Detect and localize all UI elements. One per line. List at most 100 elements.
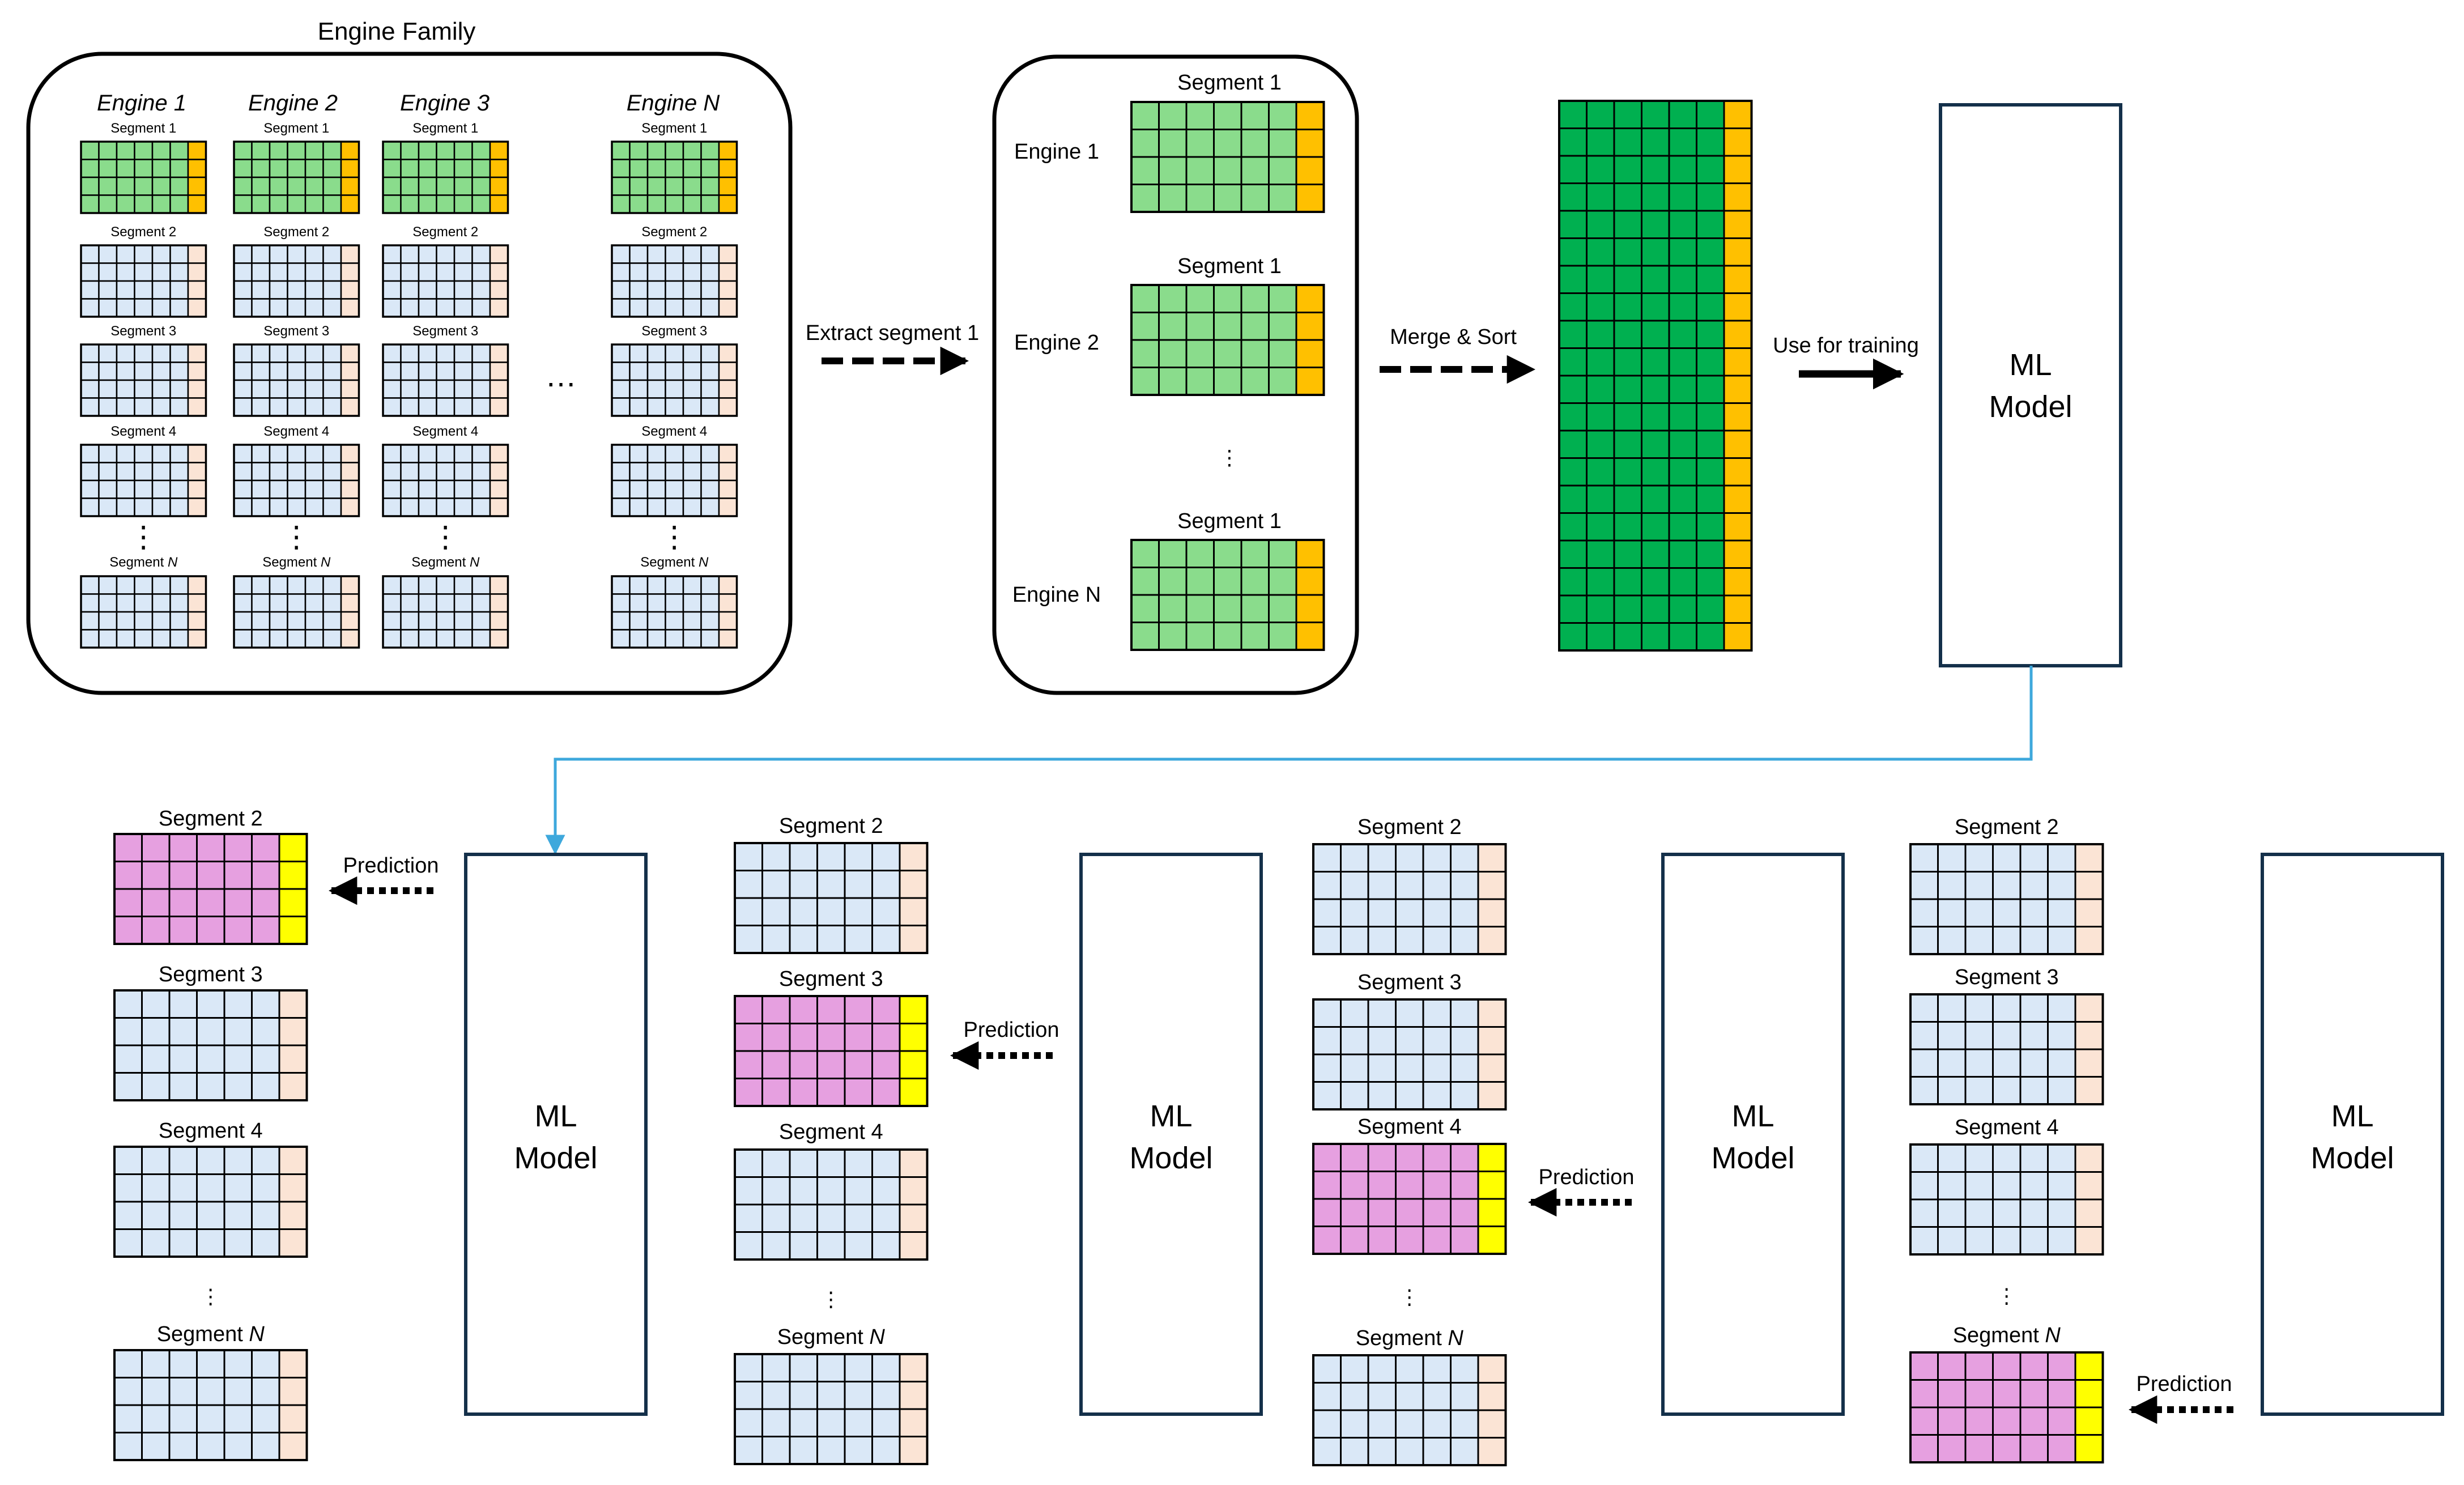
- bottom-grid-3-3: [1312, 1143, 1507, 1255]
- grid-cell: [665, 343, 684, 363]
- grid-cell: [453, 176, 473, 196]
- grid-cell: [1367, 1409, 1397, 1439]
- grid-cell: [682, 379, 702, 399]
- grid-cell: [734, 925, 763, 954]
- grid-cell: [453, 611, 473, 631]
- grid-cell: [1185, 339, 1215, 368]
- grid-cell: [322, 462, 342, 482]
- grid-cell: [718, 379, 738, 399]
- grid-cell: [489, 462, 509, 482]
- grid-cell: [269, 575, 288, 595]
- grid-cell: [2074, 1226, 2104, 1256]
- grid-cell: [700, 593, 720, 613]
- grid-cell: [1268, 622, 1297, 651]
- grid-cell: [489, 343, 509, 363]
- grid-cell: [1937, 1198, 1967, 1228]
- grid-cell: [1240, 594, 1270, 623]
- grid-cell: [278, 888, 308, 917]
- grid-cell: [899, 995, 928, 1024]
- grid-cell: [169, 141, 189, 160]
- grid-cell: [489, 444, 509, 463]
- grid-cell: [340, 629, 360, 649]
- grid-cell: [1723, 292, 1752, 322]
- grid-cell: [1613, 429, 1642, 459]
- grid-cell: [287, 379, 307, 399]
- grid-cell: [196, 888, 225, 917]
- grid-cell: [1586, 512, 1615, 542]
- grid-cell: [629, 575, 649, 595]
- grid-cell: [789, 1408, 818, 1437]
- grid-cell: [1158, 156, 1188, 185]
- grid-cell: [80, 379, 100, 399]
- grid-cell: [2019, 1406, 2049, 1436]
- grid-cell: [489, 298, 509, 318]
- grid-cell: [196, 1404, 225, 1433]
- grid-cell: [2019, 843, 2049, 873]
- grid-cell: [1586, 265, 1615, 294]
- grid-cell: [471, 361, 491, 381]
- grid-cell: [322, 397, 342, 417]
- grid-cell: [1964, 1379, 1994, 1409]
- grid-cell: [251, 280, 271, 300]
- grid-cell: [304, 497, 324, 517]
- grid-cell: [1992, 1143, 2022, 1173]
- grid-cell: [629, 593, 649, 613]
- grid-cell: [1937, 1379, 1967, 1409]
- grid-cell: [761, 1148, 791, 1178]
- grid-cell: [1213, 594, 1242, 623]
- grid-cell: [151, 141, 171, 160]
- grid-cell: [1340, 998, 1369, 1028]
- grid-cell: [382, 159, 402, 178]
- grid-border: [382, 141, 509, 214]
- grid-cell: [611, 462, 631, 482]
- grid-cell: [304, 361, 324, 381]
- grid-cell: [682, 479, 702, 499]
- grid-cell: [718, 479, 738, 499]
- grid-cell: [1723, 622, 1752, 652]
- family-grid-e2-s4: [233, 444, 360, 517]
- bottom-grid-1-2: [113, 989, 308, 1101]
- grid-cell: [1696, 320, 1725, 349]
- grid-cell: [489, 611, 509, 631]
- grid-cell: [844, 1408, 873, 1437]
- grid-cell: [80, 298, 100, 318]
- grid-cell: [168, 1404, 198, 1433]
- grid-cell: [187, 629, 207, 649]
- grid-cell: [418, 159, 437, 178]
- grid-cell: [1158, 539, 1188, 568]
- family-segment-label: Segment 3: [110, 324, 176, 339]
- grid-cell: [400, 462, 420, 482]
- family-grid-e1-s2: [80, 244, 207, 318]
- grid-cell: [196, 1017, 225, 1046]
- grid-cell: [151, 298, 171, 318]
- grid-cell: [899, 870, 928, 899]
- grid-cell: [187, 343, 207, 363]
- grid-cell: [80, 593, 100, 613]
- grid-cell: [98, 629, 118, 649]
- grid-cell: [1613, 457, 1642, 487]
- grid-cell: [436, 244, 456, 264]
- family-segment-label: Segment 1: [263, 121, 329, 136]
- grid-cell: [340, 343, 360, 363]
- grid-cell: [1668, 265, 1697, 294]
- grid-cell: [1312, 1053, 1342, 1083]
- grid-cell: [489, 575, 509, 595]
- grid-cell: [1641, 484, 1670, 514]
- grid-cell: [1613, 100, 1642, 129]
- grid-cell: [134, 141, 154, 160]
- grid-cell: [1723, 594, 1752, 624]
- grid-cell: [718, 343, 738, 363]
- grid-cell: [196, 1146, 225, 1175]
- grid-cell: [151, 176, 171, 196]
- grid-cell: [816, 897, 846, 926]
- grid-cell: [816, 1176, 846, 1206]
- grid-cell: [187, 280, 207, 300]
- grid-cell: [1268, 312, 1297, 341]
- grid-cell: [2019, 926, 2049, 955]
- grid-cell: [116, 298, 135, 318]
- grid-cell: [2019, 1143, 2049, 1173]
- grid-cell: [1395, 926, 1424, 955]
- grid-cell: [734, 1381, 763, 1410]
- prediction-label-3: Prediction: [1539, 1165, 1635, 1189]
- merged-training-grid: [1558, 100, 1753, 652]
